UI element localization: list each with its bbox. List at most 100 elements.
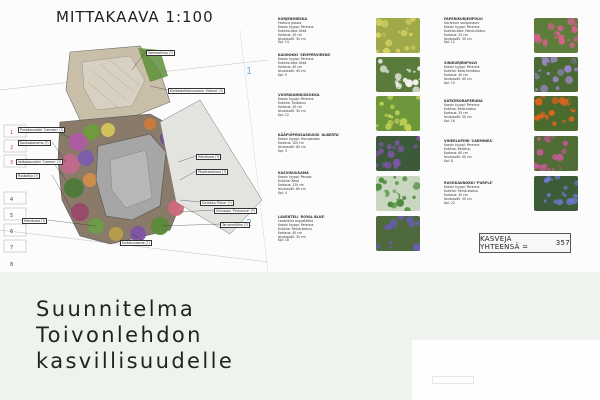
species-line: Kpl: 3 bbox=[278, 148, 287, 153]
species-line: Kpl: 9 bbox=[278, 72, 287, 77]
photo-purple-spikes bbox=[534, 57, 578, 92]
plan-callout: Valkokaunokki 'Carmen' (?) bbox=[16, 159, 64, 165]
species-line: Korkeus: 30 cm bbox=[444, 192, 468, 197]
species-line: Kukinta: Kesäkuu bbox=[444, 146, 471, 151]
species-line: Kpl: 22 bbox=[444, 200, 455, 205]
species-entry: PAPERIKURJENPOLVI Geranium sanguineum Ka… bbox=[444, 17, 530, 45]
species-line: Istutusväli: 80 cm bbox=[278, 144, 306, 149]
species-line: Kasvin tyyppi: Perenna bbox=[278, 222, 314, 227]
species-name: KURJENMIEKKA bbox=[278, 17, 308, 21]
species-line: Istutusväli: 30 cm bbox=[278, 108, 306, 113]
species-line: Istutusväli: 40 cm bbox=[444, 154, 472, 159]
species-name: KÄÄPIÖPENSASKUUSI 'ALBERTA' bbox=[278, 133, 340, 137]
species-line: Kukinta: Kesä-elokuu bbox=[444, 106, 477, 111]
species-line: Geranium sanguineum bbox=[444, 20, 480, 25]
plan-callout: Sinivarpu 'Pruhonice' (?) bbox=[214, 208, 257, 214]
species-line: Korkeus: 25 cm bbox=[444, 32, 468, 37]
species-line: Istutusväli: 80 cm bbox=[278, 186, 306, 191]
species-line: Istutusväli: 40 cm bbox=[444, 76, 472, 81]
species-line: Kpl: 4 bbox=[278, 190, 287, 195]
species-line: Lavandula angustifolia bbox=[278, 218, 314, 223]
main-title-line-3: kasvillisuudelle bbox=[36, 349, 235, 373]
species-line: Istutusväli: 40 cm bbox=[278, 68, 306, 73]
species-name: SINIKURJENPOLVI bbox=[444, 61, 478, 65]
species-entry: SINIKURJENPOLVI Kasvin tyyppi: Perenna K… bbox=[444, 61, 530, 85]
species-name: VIHERLUPIINI 'CARMINEA' bbox=[444, 139, 493, 143]
species-line: Kpl: 8 bbox=[444, 158, 453, 163]
plan-callout: Sammalkirjo (?) bbox=[146, 50, 176, 56]
plant-total-label: KASVEJA YHTEENSÄ = bbox=[480, 235, 529, 251]
species-entry: LAVENTELI 'ROYAL BLUE' Lavandula angusti… bbox=[278, 215, 364, 243]
plan-callout: Kultakuusama (?) bbox=[120, 240, 152, 246]
main-title: Suunnitelma Toivonlehdon kasvillisuudell… bbox=[36, 296, 234, 374]
species-line: Kasvin tyyppi: Perenna bbox=[444, 64, 480, 69]
species-name: VUORIKANNUSKUKKA bbox=[278, 93, 320, 97]
species-name: KASVIKUUSAMA bbox=[278, 171, 309, 175]
species-line: Kasvin tyyppi: Havupensas bbox=[278, 136, 320, 141]
species-line: Kpl: 16 bbox=[444, 118, 455, 123]
species-line: Korkeus: 60 cm bbox=[444, 150, 468, 155]
species-entry: KURJENMIEKKA Festuca glauca Kasvin tyypp… bbox=[278, 17, 364, 45]
plan-callout: Heinäsara (?) bbox=[22, 218, 48, 224]
photo-violet-bells bbox=[376, 136, 420, 171]
parcel-number-6: 6 bbox=[10, 229, 13, 235]
main-title-line-1: Suunnitelma bbox=[36, 297, 196, 321]
species-line: Kasvin tyyppi: Perenna bbox=[444, 142, 480, 147]
species-line: Kukinta: Kesä bbox=[278, 178, 299, 183]
scale-title: MITTAKAAVA 1:100 bbox=[56, 8, 214, 26]
species-line: Korkeus: 35 cm bbox=[444, 110, 468, 115]
species-line: Kasvin tyyppi: Perenna bbox=[278, 96, 314, 101]
parcel-number-3: 3 bbox=[10, 160, 13, 166]
plan-callout: Punakaunokki 'Camden' (?) bbox=[18, 127, 66, 133]
species-line: Korkeus: 40 cm bbox=[278, 64, 302, 69]
species-line: Istutusväli: 30 cm bbox=[278, 36, 306, 41]
species-line: Kasvin tyyppi: Perenna bbox=[278, 56, 314, 61]
species-line: Kukinta: Toukokuu bbox=[278, 100, 306, 105]
plan-callout: Kivikkolehtokuusama 'Vidmar' (?) bbox=[168, 88, 226, 94]
species-line: Kasvin tyyppi: Perenna bbox=[444, 184, 480, 189]
species-entry: KAUNOKKI 'SEMPERVIRENS' Kasvin tyyppi: P… bbox=[278, 53, 364, 77]
photo-white-flowers bbox=[376, 57, 420, 92]
plan-marker-1: 1 bbox=[246, 66, 252, 77]
plan-callout: Tarhaneilikka (?) bbox=[220, 222, 251, 228]
plant-total-value: 357 bbox=[555, 239, 570, 247]
species-name: PAPERIKURJENPOLVI bbox=[444, 17, 483, 21]
species-entry: VUORIKANNUSKUKKA Kasvin tyyppi: Perenna … bbox=[278, 93, 364, 117]
species-line: Kasvin tyyppi: Perenna bbox=[444, 24, 480, 29]
species-name: RUSOKAUNOKKI 'PURPLE' bbox=[444, 181, 493, 185]
species-line: Kukinta-aika: Kesä bbox=[278, 60, 307, 65]
species-line: Kukinta-aika: Heinä-elokuu bbox=[444, 28, 486, 33]
photo-green-groundcover bbox=[376, 96, 420, 131]
species-line: Festuca glauca bbox=[278, 20, 302, 25]
species-entry: KÄÄPIÖPENSASKUUSI 'ALBERTA' Kasvin tyypp… bbox=[278, 133, 364, 154]
photo-orange-flowers bbox=[534, 96, 578, 131]
main-title-line-2: Toivonlehdon bbox=[36, 323, 203, 347]
species-line: Kpl: 14 bbox=[278, 40, 289, 45]
photo-pink-clusters bbox=[534, 136, 578, 171]
species-line: Kasvin tyyppi: Perenna bbox=[278, 24, 314, 29]
photo-lavender bbox=[376, 216, 420, 251]
species-line: Kukinta: Kesä-heinäkuu bbox=[444, 68, 481, 73]
parcel-number-2: 2 bbox=[10, 145, 13, 151]
faded-corner bbox=[412, 340, 600, 400]
site-plan: 1 2 1 2 3 4 5 6 7 8 bbox=[0, 30, 268, 272]
plan-callout: Ruskolilja (?) bbox=[16, 173, 41, 179]
species-entry: VIHERLUPIINI 'CARMINEA' Kasvin tyyppi: P… bbox=[444, 139, 530, 163]
plan-callout: Kaukasianarho (?) bbox=[18, 140, 51, 146]
species-line: Istutusväli: 30 cm bbox=[444, 36, 472, 41]
photo-pink-flowers bbox=[534, 18, 578, 53]
species-line: Istutusväli: 30 cm bbox=[444, 114, 472, 119]
species-line: Kukinta: Heinä-elokuu bbox=[444, 188, 478, 193]
species-line: Istutusväli: 30 cm bbox=[278, 234, 306, 239]
parcel-number-4: 4 bbox=[10, 197, 13, 203]
species-line: Kasvin tyyppi: Pensas bbox=[278, 174, 312, 179]
species-line: Korkeus: 40 cm bbox=[444, 72, 468, 77]
species-line: Korkeus: 120 cm bbox=[278, 182, 304, 187]
photo-round-shrub bbox=[376, 176, 420, 211]
photo-yellow-green-mounds bbox=[376, 18, 420, 53]
species-name: LAVENTELI 'ROYAL BLUE' bbox=[278, 215, 325, 219]
parcel-number-5: 5 bbox=[10, 213, 13, 219]
plan-callout: Sinirikko 'Ritva' (?) bbox=[200, 200, 234, 206]
species-entry: KASVIKUUSAMA Kasvin tyyppi: Pensas Kukin… bbox=[278, 171, 364, 195]
species-line: Korkeus: 20 cm bbox=[278, 32, 302, 37]
